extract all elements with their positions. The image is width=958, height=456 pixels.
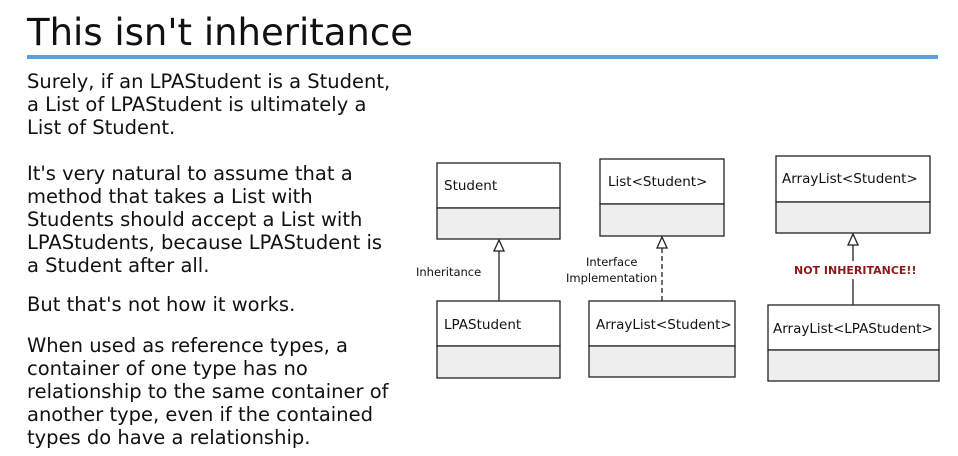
edge-label-not-inheritance: NOT INHERITANCE!! bbox=[794, 264, 916, 277]
arrowhead-icon bbox=[655, 235, 669, 249]
class-box-arraylist-student-right: ArrayList<Student> bbox=[775, 155, 931, 234]
paragraph-2: It's very natural to assume that a metho… bbox=[27, 162, 417, 277]
title-underline bbox=[27, 55, 938, 59]
class-box-lpastudent: LPAStudent bbox=[436, 300, 561, 379]
paragraph-line: Surely, if an LPAStudent is a Student, bbox=[27, 70, 391, 93]
paragraph-3: But that's not how it works. bbox=[27, 293, 417, 316]
paragraph-line: another type, even if the contained bbox=[27, 403, 373, 426]
paragraph-line: But that's not how it works. bbox=[27, 293, 296, 316]
not-inheritance-edge: NOT INHERITANCE!! bbox=[794, 232, 916, 305]
class-name-arraylist-lpastudent: ArrayList<LPAStudent> bbox=[773, 321, 933, 337]
class-name-arraylist-student: ArrayList<Student> bbox=[596, 317, 732, 333]
class-box-arraylist-lpastudent: ArrayList<LPAStudent> bbox=[767, 304, 940, 382]
paragraph-line: a Student after all. bbox=[27, 254, 210, 277]
class-name-lpastudent: LPAStudent bbox=[444, 317, 521, 333]
slide-title: This isn't inheritance bbox=[27, 11, 413, 54]
class-name-student: Student bbox=[444, 178, 497, 194]
class-box-arraylist-student-mid: ArrayList<Student> bbox=[588, 300, 736, 378]
paragraph-line: method that takes a List with bbox=[27, 185, 313, 208]
paragraph-line: When used as reference types, a bbox=[27, 334, 348, 357]
class-box-student: Student bbox=[436, 162, 561, 240]
arrowhead-icon bbox=[846, 232, 860, 246]
arrowhead-icon bbox=[492, 238, 506, 252]
paragraph-line: relationship to the same container of bbox=[27, 380, 389, 403]
paragraph-line: a List of LPAStudent is ultimately a bbox=[27, 93, 367, 116]
inheritance-edge: Inheritance bbox=[416, 238, 506, 301]
interface-implementation-edge: Interface Implementation bbox=[566, 235, 669, 301]
paragraph-line: List of Student. bbox=[27, 116, 176, 139]
paragraph-line: LPAStudents, because LPAStudent is bbox=[27, 231, 383, 254]
paragraph-line: container of one type has no bbox=[27, 357, 308, 380]
paragraph-4: When used as reference types, a containe… bbox=[27, 334, 417, 449]
paragraph-1: Surely, if an LPAStudent is a Student, a… bbox=[27, 70, 417, 139]
class-name-arraylist-student: ArrayList<Student> bbox=[782, 171, 918, 187]
class-box-list-student: List<Student> bbox=[599, 158, 725, 237]
paragraph-line: types do have a relationship. bbox=[27, 426, 311, 449]
class-name-list-student: List<Student> bbox=[608, 174, 707, 190]
edge-label-implementation: Implementation bbox=[566, 271, 657, 285]
edge-label-inheritance: Inheritance bbox=[416, 265, 481, 279]
paragraph-line: Students should accept a List with bbox=[27, 208, 363, 231]
edge-label-interface: Interface bbox=[586, 255, 638, 269]
paragraph-line: It's very natural to assume that a bbox=[27, 162, 353, 185]
